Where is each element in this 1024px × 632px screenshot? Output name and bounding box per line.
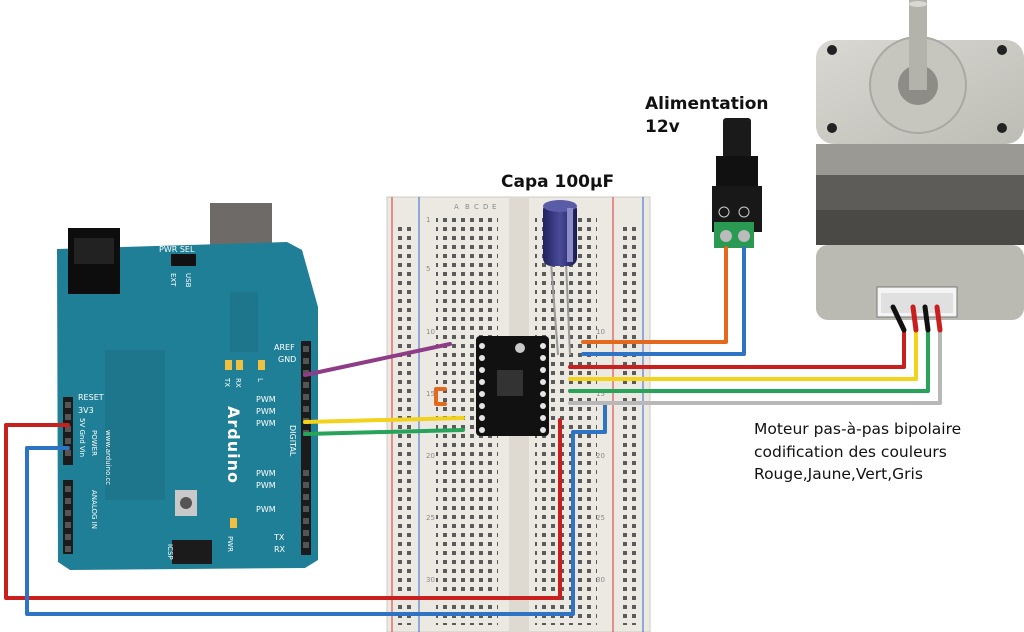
wire-red-5v — [4, 418, 562, 600]
row-number: 10 — [426, 328, 435, 336]
row-number: 25 — [596, 514, 605, 522]
stepper-driver — [476, 336, 549, 436]
power-voltage-label: 12v — [645, 117, 680, 137]
rx-label: RX — [234, 378, 242, 388]
wire-blue-power — [581, 246, 746, 356]
dc-power-jack — [712, 118, 762, 248]
col-letter: C — [474, 203, 479, 211]
row-number: 1 — [426, 216, 430, 224]
icsp-label: ICSP — [166, 544, 174, 560]
potentiometer — [515, 343, 525, 353]
motor-label-line2: codification des couleurs — [754, 443, 947, 461]
col-letter: B — [465, 203, 470, 211]
icsp-header — [172, 540, 212, 564]
row-number: 5 — [426, 265, 430, 273]
capacitor-label: Capa 100µF — [501, 172, 615, 192]
pwr-sel-jumper — [171, 254, 196, 266]
row-number: 30 — [596, 576, 605, 584]
stepper-motor — [816, 0, 1024, 320]
power-supply-label: Alimentation — [645, 94, 769, 114]
arduino-url: www.arduino.cc — [104, 430, 112, 485]
pwr-led-label: PWR — [226, 536, 234, 552]
col-letter: E — [492, 203, 496, 211]
tx-label: TX — [223, 377, 231, 387]
analog-header — [63, 480, 73, 554]
3v3-label: 3V3 — [78, 406, 94, 415]
wire-orange-jumper — [434, 387, 447, 406]
pwr-sel-label: PWR SEL — [159, 245, 195, 254]
row-number: 15 — [596, 390, 605, 398]
5v-gnd-vin-label: 5V Gnd Vin — [78, 418, 86, 457]
row-number: 15 — [426, 390, 435, 398]
wire-purple — [303, 342, 452, 377]
wire-gray-motor — [568, 328, 942, 405]
wire-yellow-motor — [568, 328, 918, 381]
row-number: 30 — [426, 576, 435, 584]
arduino-brand: Arduino — [224, 406, 243, 484]
aref-label: AREF — [274, 343, 295, 352]
row-number: 25 — [426, 514, 435, 522]
l-label: L — [256, 378, 264, 382]
arduino-board: PWR SEL EXT USB TX RX L AREF GND PWM PWM… — [57, 203, 318, 570]
rx-led — [236, 360, 243, 370]
tx-led — [225, 360, 232, 370]
wire-orange-power — [581, 246, 728, 344]
l-led — [258, 360, 265, 370]
reset-label: RESET — [78, 393, 104, 402]
wire-blue-gnd — [25, 401, 607, 616]
wire-green-motor — [568, 328, 930, 393]
wires — [4, 246, 943, 616]
motor-label-line1: Moteur pas-à-pas bipolaire — [754, 420, 962, 438]
digital-header — [301, 341, 311, 555]
col-letter: D — [483, 203, 488, 211]
wire-red-motor — [568, 328, 906, 369]
pwm-label: PWM — [256, 505, 276, 514]
pwr-led — [230, 518, 237, 528]
analog-in-label: ANALOG IN — [90, 490, 98, 529]
col-letter: A — [454, 203, 459, 211]
rx-pin-label: RX — [274, 545, 286, 554]
usb-label: USB — [184, 273, 192, 288]
row-number: 20 — [426, 452, 435, 460]
ext-label: EXT — [169, 273, 177, 287]
digital-label: DIGITAL — [288, 425, 297, 457]
pwm-label: PWM — [256, 407, 276, 416]
pwm-label: PWM — [256, 419, 276, 428]
wire-yellow-arduino — [303, 416, 465, 424]
gnd-label: GND — [278, 355, 296, 364]
power-label: POWER — [90, 430, 98, 456]
wire-green-arduino — [303, 428, 465, 436]
row-number: 20 — [596, 452, 605, 460]
motor-label-line3: Rouge,Jaune,Vert,Gris — [754, 465, 923, 483]
pwm-label: PWM — [256, 481, 276, 490]
row-number: 10 — [596, 328, 605, 336]
capacitor — [543, 200, 577, 356]
pwm-label: PWM — [256, 469, 276, 478]
pwm-label: PWM — [256, 395, 276, 404]
tx-pin-label: TX — [273, 533, 285, 542]
